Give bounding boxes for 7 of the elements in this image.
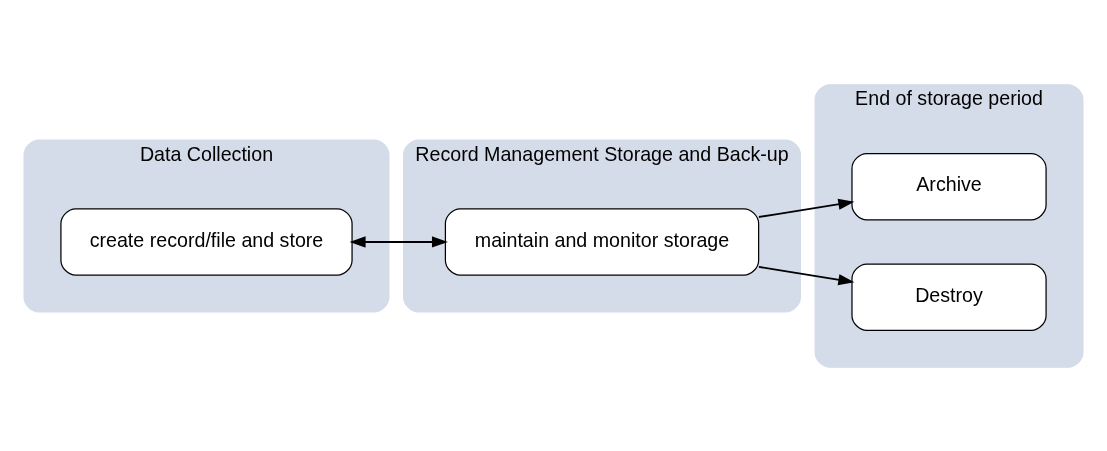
arrow bbox=[349, 235, 448, 248]
arrow bbox=[757, 198, 855, 218]
node-box: create record/file and store bbox=[60, 207, 353, 276]
arrow bbox=[757, 265, 855, 285]
node-box: Archive bbox=[851, 152, 1047, 220]
node-box: maintain and monitor storage bbox=[444, 207, 760, 276]
node-box: Destroy bbox=[851, 262, 1047, 331]
